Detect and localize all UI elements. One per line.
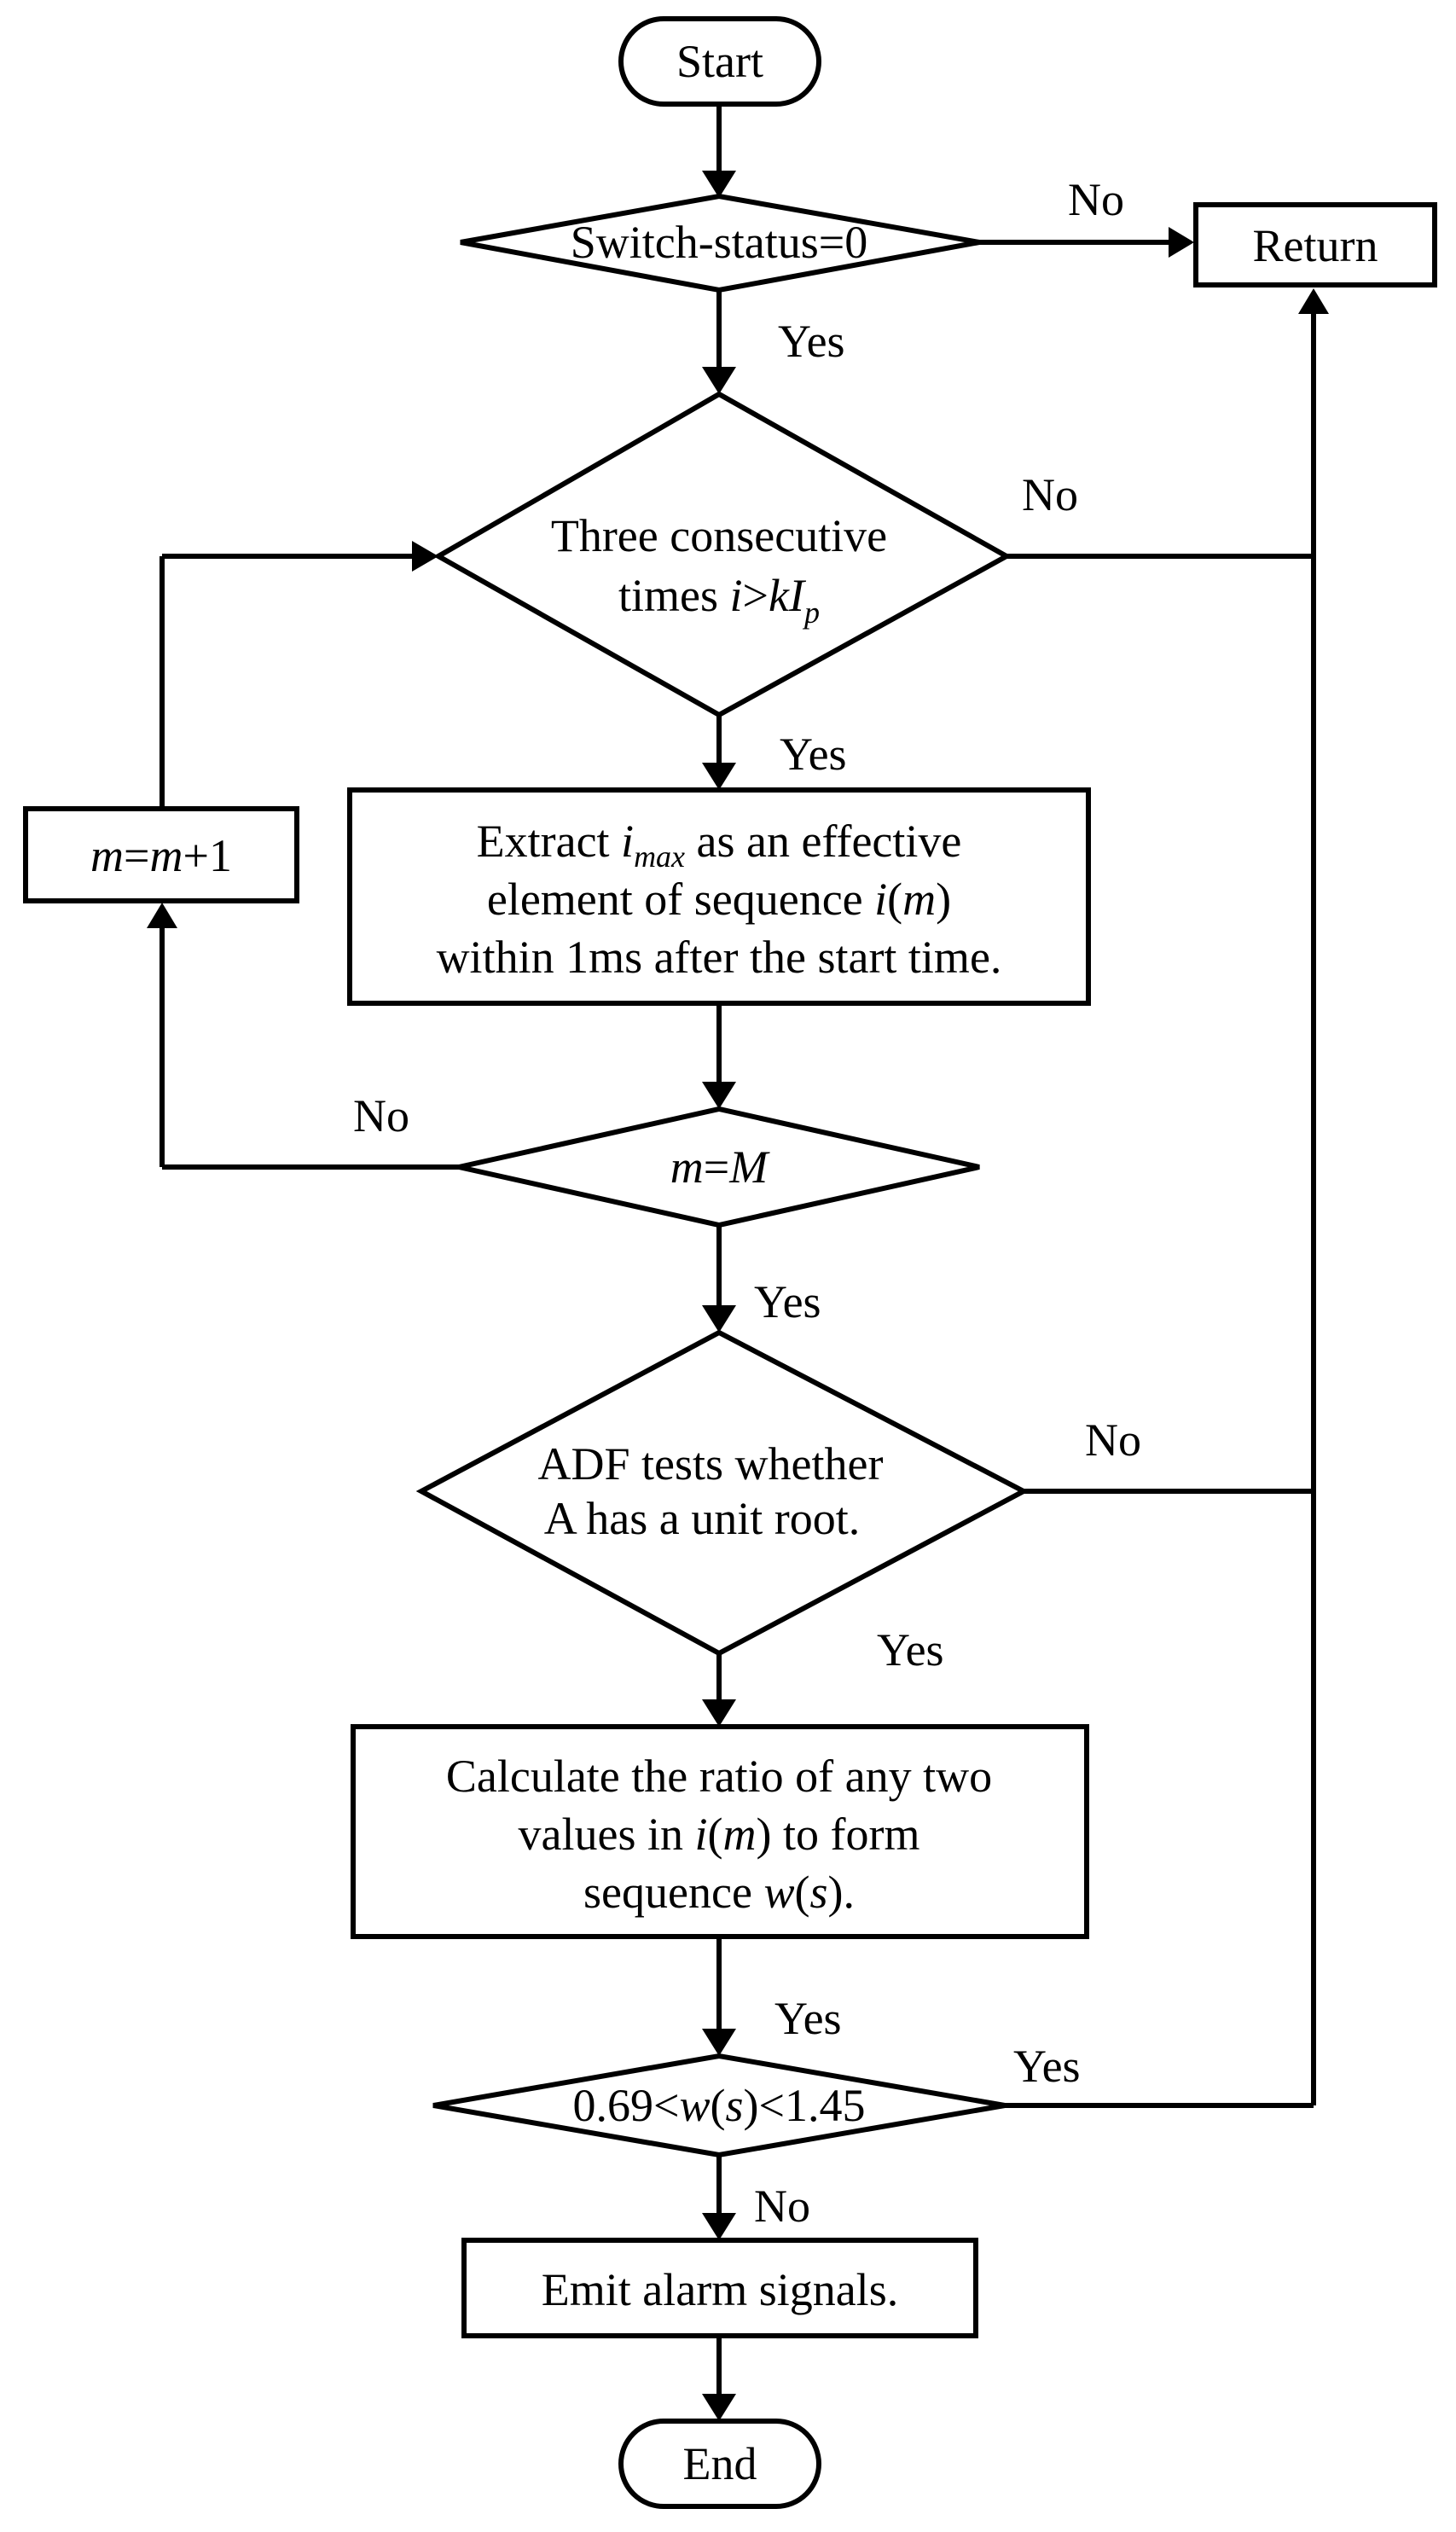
alarm-label: Emit alarm signals. [542,2264,898,2315]
three-no-label: No [1022,469,1078,520]
connectors [147,104,1329,2421]
ratio-check-decision: 0.69<w(s)<1.45 [432,2053,1006,2158]
ratio-no-label: No [754,2181,810,2232]
extract-line1: Extract imax as an effective [477,816,962,874]
extract-line3: within 1ms after the start time. [437,932,1002,983]
m-equals-label: m=M [670,1141,770,1193]
switch-status-decision: Switch-status=0 [460,193,980,293]
end-terminal: End [618,2419,821,2509]
adf-test-decision: ADF tests whether A has a unit root. [415,1329,1030,1657]
extract-line2: element of sequence i(m) [487,874,951,925]
switch-status-label: Switch-status=0 [571,217,867,268]
extract-process-box: Extract imax as an effective element of … [347,787,1091,1006]
end-label: End [683,2438,757,2489]
adf-line1: ADF tests whether [538,1438,884,1490]
adf-no-label: No [1085,1414,1141,1466]
m-increment-box: m=m+1 [23,806,299,903]
three-consecutive-line1: Three consecutive [551,510,887,561]
return-label: Return [1253,220,1378,271]
calculate-line1: Calculate the ratio of any two [446,1751,992,1802]
three-yes-label: Yes [780,729,847,780]
calculate-line3: sequence w(s). [583,1867,855,1918]
alarm-box: Emit alarm signals. [461,2238,978,2338]
adf-yes-label: Yes [877,1624,944,1675]
calculate-process-box: Calculate the ratio of any two values in… [351,1724,1089,1939]
edge-labels: No Yes No Yes No Yes No Yes Yes Yes No [353,174,1141,2232]
m-equals-no-label: No [353,1090,409,1141]
three-consecutive-line2: times i>kIp [618,570,820,630]
adf-line2: A has a unit root. [544,1493,860,1544]
return-box: Return [1193,202,1437,287]
start-label: Start [676,36,763,87]
m-equals-yes-label: Yes [754,1276,821,1327]
calc-yes-label: Yes [774,1993,842,2044]
m-increment-label: m=m+1 [90,830,232,881]
ratio-check-label: 0.69<w(s)<1.45 [573,2080,866,2131]
m-equals-decision: m=M [458,1106,980,1228]
start-terminal: Start [618,16,821,107]
three-consecutive-decision: Three consecutive times i>kIp [432,391,1012,718]
ratio-yes-label: Yes [1013,2041,1081,2092]
switch-no-label: No [1068,174,1124,225]
calculate-line2: values in i(m) to form [519,1809,920,1860]
switch-yes-label: Yes [778,316,845,367]
